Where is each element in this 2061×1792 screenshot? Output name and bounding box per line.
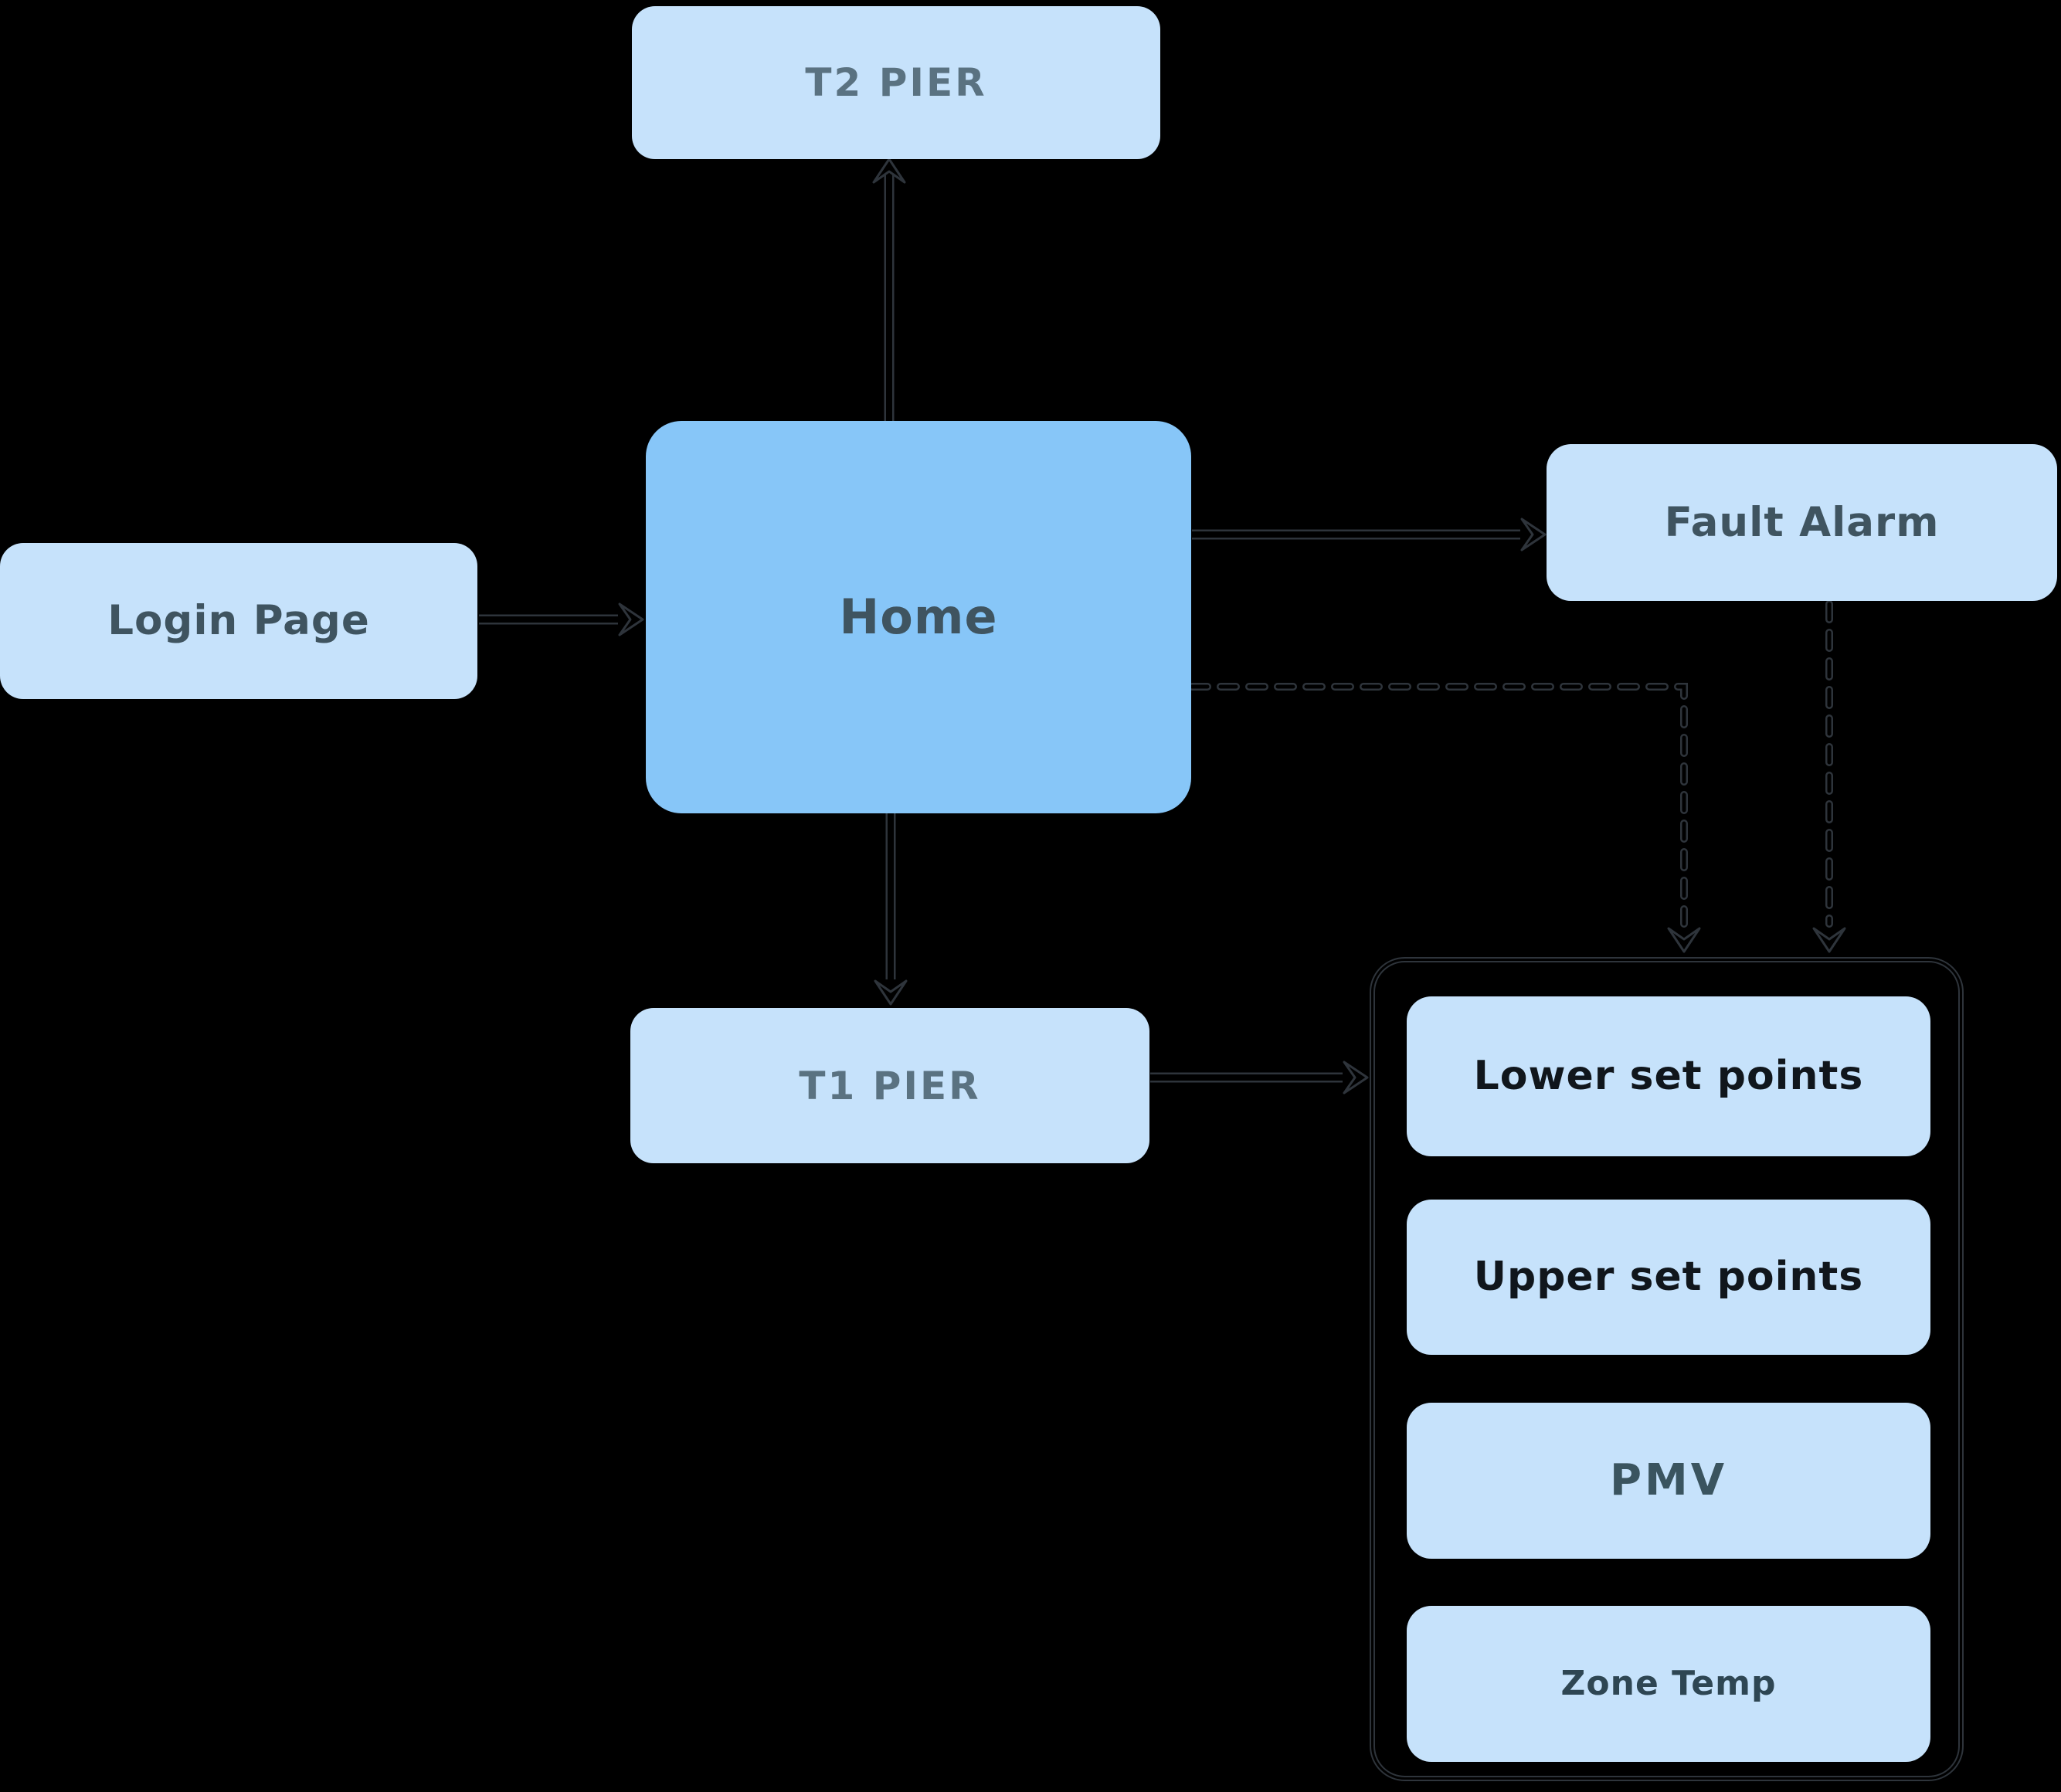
arrowhead-down — [1667, 927, 1701, 953]
connector-login-to-home — [479, 602, 644, 636]
node-fault-alarm-label: Fault Alarm — [1664, 498, 1940, 546]
node-pmv-label: PMV — [1609, 1455, 1728, 1506]
node-login-page: Login Page — [0, 543, 477, 699]
node-t2-pier-label: T2 PIER — [805, 60, 987, 105]
node-t1-pier: T1 PIER — [630, 1008, 1149, 1163]
connector-t1pier-to-group — [1150, 1061, 1369, 1095]
arrowhead-up — [872, 158, 906, 184]
node-t1-pier-label: T1 PIER — [799, 1063, 981, 1108]
arrowhead-right — [1520, 518, 1547, 552]
node-fault-alarm: Fault Alarm — [1547, 444, 2057, 601]
node-lower-set-points: Lower set points — [1407, 996, 1930, 1156]
connector-home-to-group-dashed — [1188, 683, 1701, 953]
node-zone-temp-label: Zone Temp — [1560, 1663, 1777, 1703]
connector-home-to-t2pier — [872, 158, 906, 422]
node-lower-set-points-label: Lower set points — [1473, 1053, 1864, 1100]
connector-home-to-faultalarm — [1192, 518, 1547, 552]
arrowhead-down — [874, 979, 908, 1006]
arrowhead-down — [1812, 927, 1846, 953]
node-upper-set-points-label: Upper set points — [1473, 1254, 1864, 1301]
node-upper-set-points: Upper set points — [1407, 1200, 1930, 1355]
setpoints-group-outline — [1370, 957, 1964, 1781]
arrowhead-right — [1343, 1061, 1369, 1095]
node-pmv: PMV — [1407, 1403, 1930, 1559]
node-login-page-label: Login Page — [107, 597, 370, 645]
connector-home-to-t1pier — [874, 813, 908, 1006]
node-t2-pier: T2 PIER — [632, 6, 1160, 159]
arrowhead-right — [618, 602, 644, 636]
node-zone-temp: Zone Temp — [1407, 1606, 1930, 1762]
node-home-label: Home — [839, 588, 998, 645]
connector-faultalarm-to-group-dashed — [1812, 600, 1846, 953]
node-home: Home — [646, 421, 1191, 813]
